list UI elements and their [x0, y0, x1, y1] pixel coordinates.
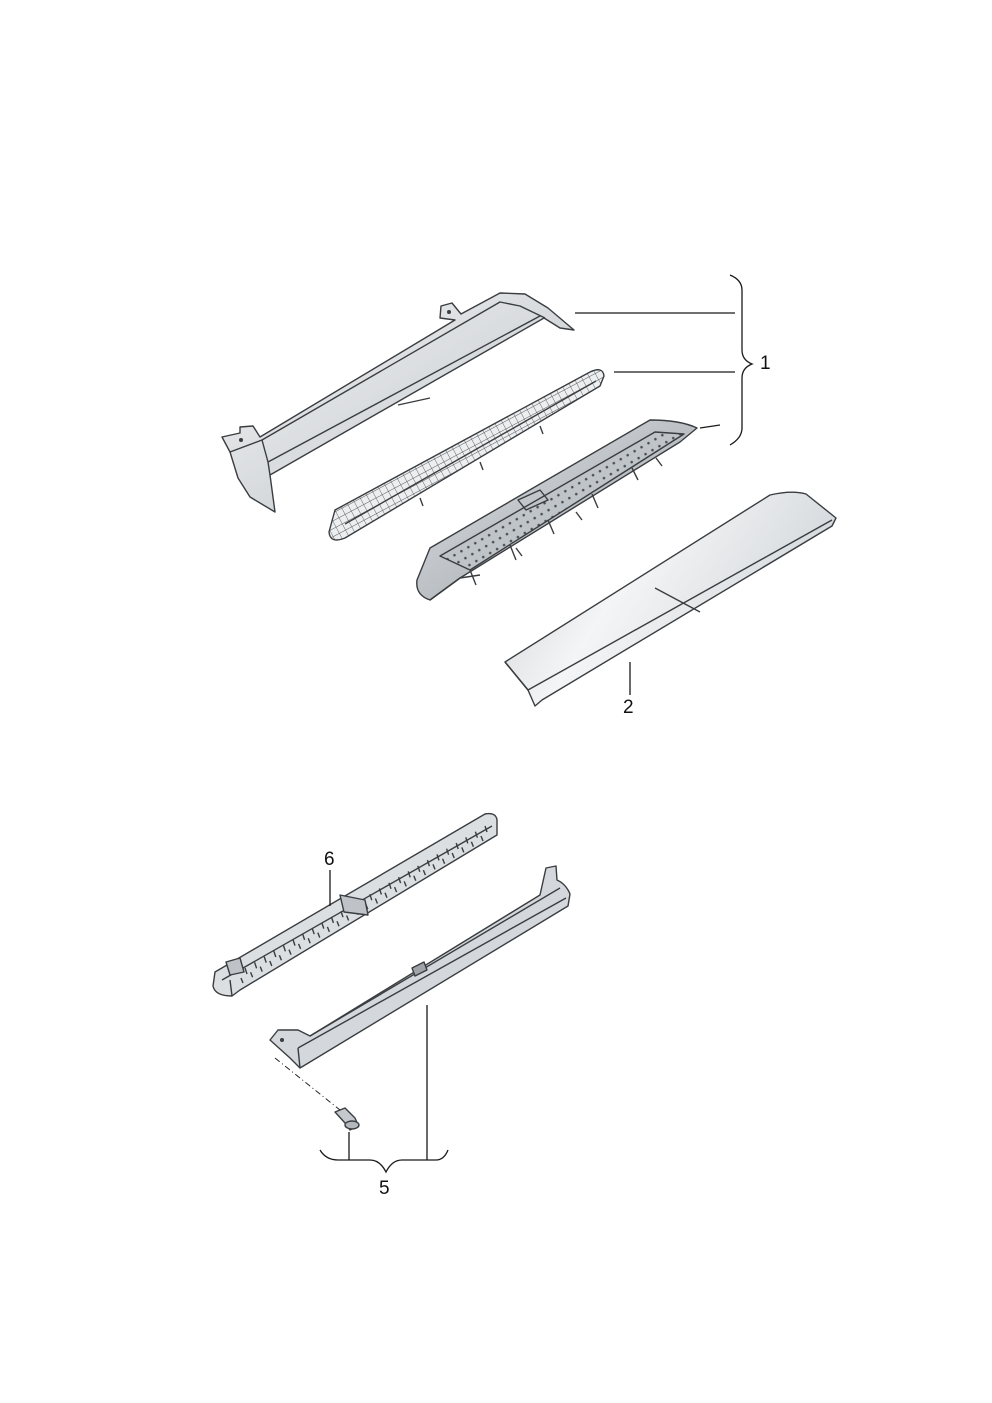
rail-slot — [432, 864, 436, 870]
rail-slots — [240, 825, 488, 984]
rail-slot — [345, 915, 350, 921]
lamp-housing-part — [416, 419, 698, 601]
rail-slot — [249, 972, 254, 978]
rail-slot — [307, 937, 311, 944]
rail-slot — [311, 927, 315, 935]
rail-slot — [269, 960, 273, 967]
mesh-screen-part — [328, 369, 605, 541]
callout-2: 2 — [623, 697, 634, 718]
rail-slot — [292, 939, 296, 946]
rail-slot — [301, 933, 306, 941]
rail-slot — [321, 922, 325, 929]
rail-slot — [461, 847, 465, 853]
rail-slot — [455, 842, 459, 850]
trim-strip-part — [504, 491, 837, 707]
callout-1-leaders — [575, 274, 754, 446]
rail-slot — [278, 955, 283, 961]
rail-slot — [374, 898, 379, 904]
rail-slot — [436, 854, 440, 861]
callout-5-leaders — [319, 1005, 449, 1174]
callout-5: 5 — [379, 1178, 390, 1199]
rail-part — [212, 812, 498, 997]
rail-slot — [330, 916, 335, 924]
rail-slot — [393, 886, 398, 893]
rail-slot — [288, 949, 292, 955]
rail-slot — [403, 881, 407, 887]
rail-slot — [369, 893, 373, 901]
rail-slot — [474, 831, 479, 838]
rail-slot — [326, 926, 331, 933]
rail-slot — [297, 943, 302, 950]
rail-slot — [240, 977, 244, 984]
rail-slot — [336, 920, 340, 927]
rail-slot — [384, 892, 388, 899]
rail-slot — [388, 882, 392, 890]
rail-slot — [470, 841, 475, 847]
rail-slot — [422, 869, 427, 876]
rail-slot — [413, 875, 417, 882]
callout-1: 1 — [760, 353, 771, 374]
rail-slot — [451, 852, 455, 859]
rail-slot — [282, 945, 287, 952]
rail-slot — [263, 956, 267, 963]
rail-slot — [465, 837, 469, 844]
rail-slot — [407, 871, 411, 878]
screw-part — [334, 1107, 360, 1131]
rail-slot — [378, 888, 383, 895]
rail-slot — [441, 858, 446, 864]
rail-slot — [253, 962, 258, 969]
rail-slot — [317, 932, 321, 938]
rail-slot — [340, 910, 344, 918]
rail-slot — [484, 825, 488, 833]
rail-slot — [417, 865, 421, 873]
cover-part — [221, 292, 575, 513]
rail-slot — [259, 966, 263, 972]
rail-slot — [445, 848, 450, 855]
rail-slot — [480, 835, 484, 842]
callout-6: 6 — [324, 849, 335, 870]
tray-part — [269, 865, 571, 1069]
rail-slot — [273, 950, 277, 958]
rail-slot — [244, 967, 248, 975]
rail-slot — [397, 876, 402, 884]
rail-slot — [426, 859, 431, 867]
